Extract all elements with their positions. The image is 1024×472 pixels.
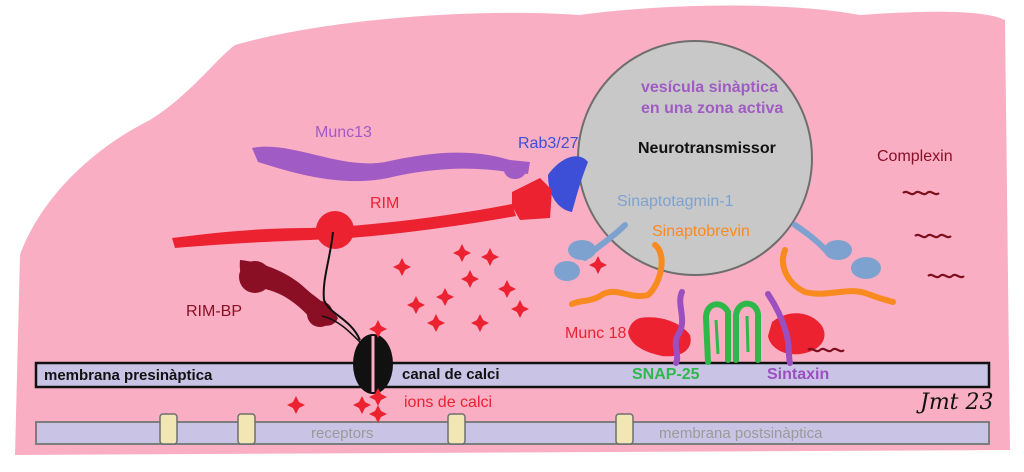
rim-label: RIM [370, 195, 400, 212]
calcium-ions [287, 244, 607, 423]
postsynaptic-membrane-label: membrana postsinàptica [659, 425, 823, 442]
synaptotagmin-domain [568, 240, 596, 260]
calcium-ion [353, 396, 371, 414]
calcium-ion [369, 320, 387, 338]
calcium-ion [481, 248, 499, 266]
calcium-ion [461, 270, 479, 288]
postsynaptic-membrane [35, 421, 990, 445]
presynaptic-membrane-label: membrana presinàptica [44, 367, 213, 384]
snap25-protein [702, 301, 731, 365]
syntaxin-protein [672, 289, 686, 366]
tether-line [322, 231, 361, 341]
receptor [159, 413, 178, 445]
synaptotagmin-domain [851, 257, 881, 279]
synaptotagmin-domain [824, 240, 852, 260]
snap25-protein [714, 319, 720, 355]
calcium-ion [511, 300, 529, 318]
calcium-ion [436, 288, 454, 306]
munc18-label: Munc 18 [565, 325, 627, 342]
munc13-label: Munc13 [315, 124, 372, 141]
complexin-protein [914, 233, 952, 239]
rim-protein [172, 204, 516, 248]
syntaxin-protein [765, 291, 793, 366]
rab-protein [548, 156, 588, 212]
calcium-ion [369, 405, 387, 423]
receptors-label: receptors [311, 425, 374, 442]
calcium-ions-label: ions de calci [404, 394, 493, 411]
calcium-ion [369, 388, 387, 406]
vesicle-label-line2: en una zona activa [641, 100, 784, 117]
rim-bp-domain [307, 301, 333, 327]
neurotransmitter-label: Neurotransmissor [638, 140, 776, 157]
rim-c2-domain [512, 178, 552, 220]
complexin-label: Complexin [877, 148, 953, 165]
snap25-protein [745, 315, 750, 353]
calcium-ion [498, 280, 516, 298]
synaptobrevin-label: Sinaptobrevin [652, 223, 750, 240]
munc13-domain [504, 161, 526, 179]
rim-bp-domain [239, 261, 271, 293]
signature: Jmt 23 [920, 390, 994, 415]
tether-line [321, 315, 363, 345]
calcium-ion [287, 396, 305, 414]
calcium-channel-label: canal de calci [402, 366, 500, 383]
rim-domain [316, 211, 354, 249]
synaptobrevin-protein [569, 242, 665, 307]
calcium-ion [427, 314, 445, 332]
calcium-ion [453, 244, 471, 262]
calcium-ion [393, 258, 411, 276]
snap25-label: SNAP-25 [632, 366, 700, 383]
vesicle-label-line1: vesícula sinàptica [641, 79, 778, 96]
synaptotagmin-label: Sinaptotagmin-1 [617, 193, 734, 210]
syntaxin-label: Sintaxin [767, 366, 830, 383]
presynaptic-membrane [34, 361, 991, 389]
synaptobrevin-protein [780, 247, 896, 305]
snap25-protein [733, 300, 761, 363]
synaptotagmin-domain [554, 261, 580, 281]
calcium-ion [589, 256, 607, 274]
calcium-ion [407, 296, 425, 314]
complexin-protein [902, 190, 940, 196]
complexin-protein [927, 273, 965, 279]
receptor [237, 413, 256, 445]
calcium-ion [471, 314, 489, 332]
rim-bp-label: RIM-BP [186, 303, 242, 320]
receptor [447, 413, 466, 445]
rab-label: Rab3/27 [518, 135, 579, 152]
munc13-protein [252, 146, 530, 182]
receptor [615, 413, 634, 445]
complexin-protein [807, 347, 845, 353]
